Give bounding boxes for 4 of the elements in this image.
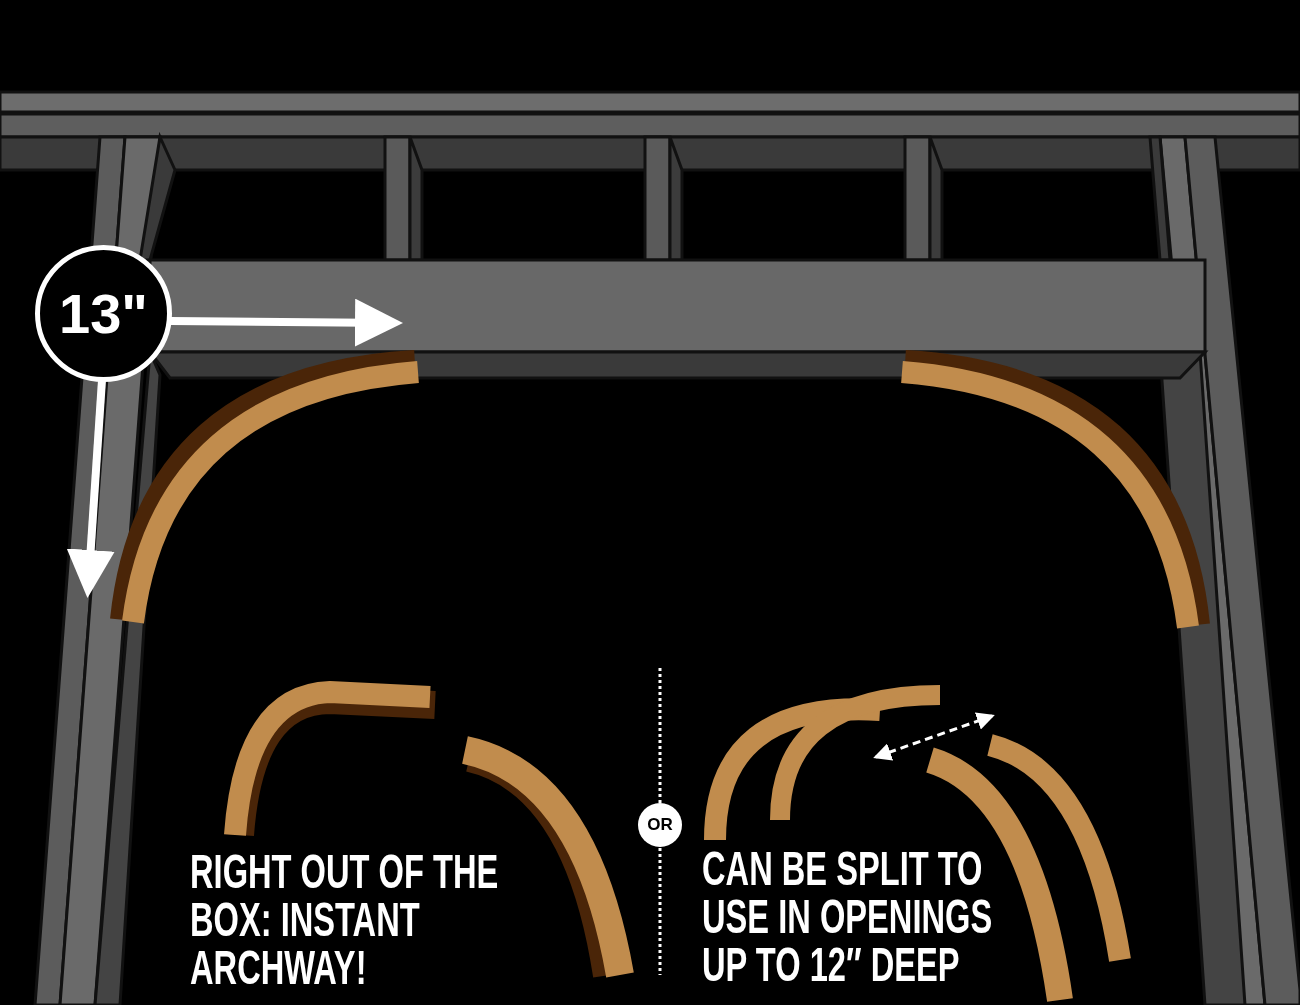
caption-text: CAN BE SPLIT TO USE IN OPENINGS UP TO 12″ DEEP xyxy=(702,845,994,989)
caption-text: RIGHT OUT OF THE BOX: INSTANT ARCHWAY! xyxy=(190,848,500,992)
measurement-circle: 13" xyxy=(35,245,172,382)
separator-circle: OR xyxy=(638,803,682,847)
